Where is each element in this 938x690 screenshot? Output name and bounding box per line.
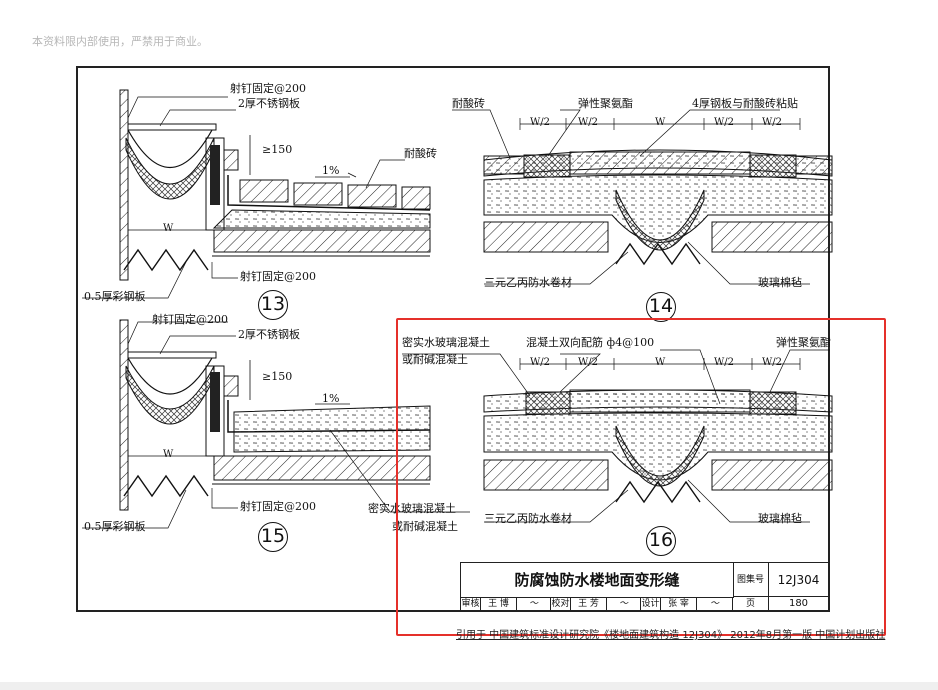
page-number: 180 [769,597,829,611]
d14-dim-5: W/2 [762,117,783,128]
d14-sealant-label: 弹性聚氨酯 [578,97,633,110]
drawing-title: 防腐蚀防水楼地面变形缝 [461,563,734,598]
d15-steel-label: 2厚不锈钢板 [238,328,300,341]
detail-14-drawing [452,109,833,285]
d16-dim-2: W/2 [578,357,599,368]
detail-13-number: 13 [258,290,288,320]
review-label: 审核 [461,597,481,611]
d15-nail-bottom-label: 射钉固定@200 [240,500,316,513]
d14-dim-1: W/2 [530,117,551,128]
highlight-box [396,318,886,636]
designer-signature: ～ [697,597,733,611]
d13-slope-label: 1% [322,164,340,177]
source-citation: 引用于 中国建筑标准设计研究院《楼地面建筑构造 12J304》 2012年8月第… [456,630,886,641]
d15-color-steel-label: 0.5厚彩钢板 [84,520,146,533]
d16-rebar-label: 混凝土双向配筋 ф4@100 [526,336,655,349]
d13-steel-label: 2厚不锈钢板 [238,97,300,110]
d15-concrete-label-1: 密实水玻璃混凝土 [368,502,456,515]
detail-15-drawing [82,319,470,529]
d13-w-label: W [163,223,174,234]
design-label: 设计 [641,597,661,611]
d13-dim-label: ≥150 [262,143,293,156]
atlas-number: 12J304 [769,563,829,597]
reviewer-signature: ～ [517,597,551,611]
d13-nail-bottom-label: 射钉固定@200 [240,270,316,283]
d15-nail-top-label: 射钉固定@200 [152,313,228,326]
checker-signature: ～ [607,597,641,611]
d13-brick-label: 耐酸砖 [404,147,437,160]
detail-13-drawing [82,89,431,299]
detail-16-drawing [402,349,833,523]
d16-dim-4: W/2 [714,357,735,368]
d16-sealant-label: 弹性聚氨酯 [776,336,831,349]
checker-name: 王 芳 [571,597,607,611]
d14-felt-label: 玻璃棉毡 [758,276,802,289]
d16-membrane-label: 三元乙丙防水卷材 [484,512,572,525]
d16-dim-3: W [655,357,666,368]
detail-15-number: 15 [258,522,288,552]
d16-concrete-label-2: 或耐碱混凝土 [402,353,468,366]
drawing-sheet-frame [76,66,830,612]
watermark-text: 本资料限内部使用，严禁用于商业。 [32,35,208,48]
d13-nail-top-label: 射钉固定@200 [230,82,306,95]
check-label: 校对 [551,597,571,611]
d14-dim-2: W/2 [578,117,599,128]
page-label: 页 [733,597,769,611]
d16-dim-5: W/2 [762,357,783,368]
atlas-number-label: 图集号 [733,563,769,597]
detail-14-number: 14 [646,292,676,322]
d15-slope-label: 1% [322,392,340,405]
d14-dim-4: W/2 [714,117,735,128]
d15-w-label: W [163,449,174,460]
d14-membrane-label: 三元乙丙防水卷材 [484,276,572,289]
detail-16-number: 16 [646,526,676,556]
d16-felt-label: 玻璃棉毡 [758,512,802,525]
title-block: 防腐蚀防水楼地面变形缝 图集号 12J304 审核 王 博 ～ 校对 王 芳 ～… [460,562,829,611]
d14-plate-label: 4厚钢板与耐酸砖粘贴 [692,97,798,110]
d15-dim-label: ≥150 [262,370,293,383]
d14-dim-3: W [655,117,666,128]
bottom-scrollbar[interactable] [0,682,938,690]
d13-color-steel-label: 0.5厚彩钢板 [84,290,146,303]
d16-concrete-label-1: 密实水玻璃混凝土 [402,336,490,349]
d16-dim-1: W/2 [530,357,551,368]
d14-brick-label: 耐酸砖 [452,97,485,110]
designer-name: 张 宰 [661,597,697,611]
reviewer-name: 王 博 [481,597,517,611]
d15-concrete-label-2: 或耐碱混凝土 [392,520,458,533]
